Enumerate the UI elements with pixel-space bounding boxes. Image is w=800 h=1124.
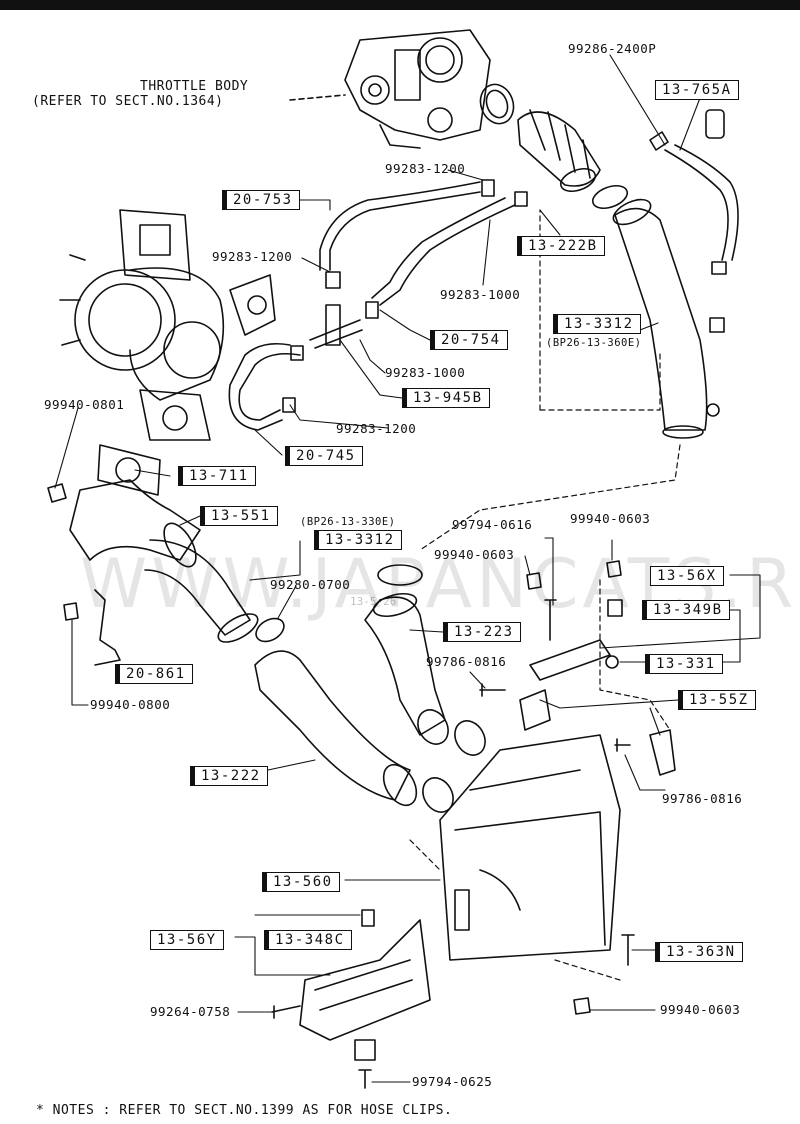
bushing-13-348c [361, 909, 375, 927]
clip-99283-1200-b [325, 271, 341, 289]
callout-99283-1200-b[interactable]: 99283-1200 [212, 249, 293, 264]
callout-20-753[interactable]: 20-753 [222, 190, 300, 210]
callout-99940-0603-b[interactable]: 99940-0603 [434, 547, 515, 562]
turbocharger [59, 209, 276, 441]
washer-13-331 [605, 655, 619, 669]
bolt-99794-0625 [358, 1069, 372, 1089]
tee-fitting-13-945b [309, 304, 363, 349]
callout-99264-0758[interactable]: 99264-0758 [150, 1004, 231, 1019]
callout-13-711[interactable]: 13-711 [178, 466, 256, 486]
callout-13-945b[interactable]: 13-945B [402, 388, 490, 408]
clip-99283-1200-c [282, 397, 296, 413]
bracket-20-861 [94, 589, 121, 666]
hose-clamp-13-223-bottom [454, 720, 486, 756]
callout-13-765a[interactable]: 13-765A [655, 80, 739, 100]
nut-99940-0801 [47, 483, 67, 503]
gasket-13-711 [97, 444, 161, 496]
callout-13-3312-b[interactable]: 13-3312 [314, 530, 402, 550]
top-border-bar [0, 0, 800, 10]
bolt-13-363n [621, 934, 635, 966]
callout-13-331[interactable]: 13-331 [645, 654, 723, 674]
callout-13-55z[interactable]: 13-55Z [678, 690, 756, 710]
hose-13-222 [254, 650, 418, 807]
callout-13-223[interactable]: 13-223 [443, 622, 521, 642]
callout-13-222b[interactable]: 13-222B [517, 236, 605, 256]
hose-clamp-top-left [479, 83, 515, 125]
hose-clamp-mid [591, 184, 629, 210]
callout-99283-1200-c[interactable]: 99283-1200 [336, 421, 417, 436]
clip-99283-1200-a [481, 179, 495, 197]
bolt-99794-0616 [544, 599, 557, 641]
outlet-pipe-13-551 [69, 479, 259, 643]
throttle-leader [289, 94, 346, 101]
callout-99280-0700[interactable]: 99280-0700 [270, 577, 351, 592]
hose-20-753 [329, 191, 481, 271]
hose-20-745 [238, 352, 301, 421]
nut-99940-0800 [63, 602, 79, 621]
callout-99794-0616[interactable]: 99794-0616 [452, 517, 533, 532]
hose-clamp-13-223-top [377, 564, 423, 586]
nut-99940-0603-b [606, 560, 622, 578]
callout-13-3312-a-note: (BP26-13-360E) [546, 337, 642, 349]
throttle-body-reference: (REFER TO SECT.NO.1364) [32, 94, 224, 109]
nut-99940-0603-c [573, 997, 591, 1015]
callout-13-56y[interactable]: 13-56Y [150, 930, 224, 950]
bracket-13-55z-right [649, 729, 676, 776]
callout-13-3312-b-note: (BP26-13-330E) [300, 516, 396, 528]
callout-13-56x[interactable]: 13-56X [650, 566, 724, 586]
watermark-small: 13-5-26 [350, 595, 397, 608]
callout-20-745[interactable]: 20-745 [285, 446, 363, 466]
callout-13-3312-a[interactable]: 13-3312 [553, 314, 641, 334]
callout-20-861[interactable]: 20-861 [115, 664, 193, 684]
callout-13-349b[interactable]: 13-349B [642, 600, 730, 620]
bracket-13-55z [519, 689, 551, 731]
intercooler-13-560 [439, 734, 621, 961]
callout-99940-0603-a[interactable]: 99940-0603 [570, 511, 651, 526]
callout-13-551[interactable]: 13-551 [200, 506, 278, 526]
intake-hose-13-222b [517, 109, 601, 193]
clip-99283-1000-b [365, 301, 379, 319]
clip-99283-1200-c-top [290, 345, 304, 361]
callout-99286-2400p[interactable]: 99286-2400P [568, 41, 657, 56]
clip-99283-1000-a [514, 191, 528, 207]
bracket-13-331 [529, 639, 611, 681]
throttle-body-label: THROTTLE BODY [140, 79, 249, 94]
throttle-body-part [344, 29, 491, 149]
hose-20-754 [379, 204, 516, 306]
callout-99794-0625[interactable]: 99794-0625 [412, 1074, 493, 1089]
bolt-99264-0758 [271, 1005, 301, 1019]
callout-99283-1200-a[interactable]: 99283-1200 [385, 161, 466, 176]
callout-99283-1000-b[interactable]: 99283-1000 [385, 365, 466, 380]
cover-13-56y [299, 919, 431, 1061]
callout-99940-0801[interactable]: 99940-0801 [44, 397, 125, 412]
callout-13-222[interactable]: 13-222 [190, 766, 268, 786]
callout-99283-1000-a[interactable]: 99283-1000 [440, 287, 521, 302]
callout-13-560[interactable]: 13-560 [262, 872, 340, 892]
notes-footer: * NOTES : REFER TO SECT.NO.1399 AS FOR H… [36, 1103, 453, 1118]
hose-13-765a [664, 109, 739, 333]
hose-clamp-lower-a [422, 777, 454, 813]
callout-13-348c[interactable]: 13-348C [264, 930, 352, 950]
air-pipe-13-3312 [612, 198, 720, 439]
callout-99786-0816-a[interactable]: 99786-0816 [426, 654, 507, 669]
clip-99286-2400p [649, 131, 669, 151]
callout-13-363n[interactable]: 13-363N [655, 942, 743, 962]
hose-clip-99280-0700 [255, 617, 285, 643]
callout-99940-0603-c[interactable]: 99940-0603 [660, 1002, 741, 1017]
nut-99940-0603-a [526, 572, 542, 590]
callout-99940-0800[interactable]: 99940-0800 [90, 697, 171, 712]
bolt-99786-0816-b [614, 738, 631, 752]
bolt-99786-0816-a [479, 683, 506, 697]
callout-99786-0816-b[interactable]: 99786-0816 [662, 791, 743, 806]
bushing-13-349b [607, 599, 623, 617]
hose-13-223 [364, 592, 449, 745]
callout-20-754[interactable]: 20-754 [430, 330, 508, 350]
